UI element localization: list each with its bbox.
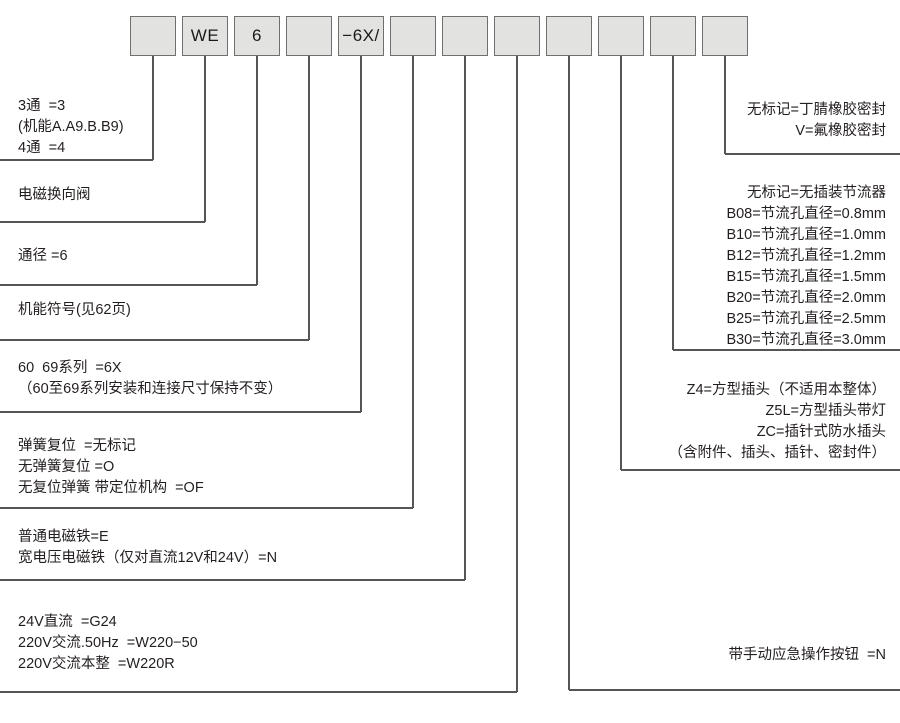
- code-box-box-10[interactable]: [598, 16, 644, 56]
- label-voltage-leader-vertical: [516, 56, 518, 692]
- label-ways-leader-horizontal: [0, 159, 153, 161]
- label-throttle-line-5: B15=节流孔直径=1.5mm: [726, 269, 886, 285]
- label-series-leader-vertical: [360, 56, 362, 412]
- label-manual-override-leader-horizontal: [569, 689, 900, 691]
- label-seal-leader-vertical: [724, 56, 726, 154]
- code-box-box-1[interactable]: [130, 16, 176, 56]
- label-symbol-leader-horizontal: [0, 339, 309, 341]
- label-series-line-2: （60至69系列安装和连接尺寸保持不变）: [18, 381, 283, 397]
- label-throttle-line-4: B12=节流孔直径=1.2mm: [726, 248, 886, 264]
- code-box-box-3[interactable]: 6: [234, 16, 280, 56]
- label-seal-line-1: 无标记=丁腈橡胶密封: [747, 102, 886, 118]
- label-throttle-line-6: B20=节流孔直径=2.0mm: [726, 290, 886, 306]
- label-symbol-leader-vertical: [308, 56, 310, 340]
- label-spring-leader-vertical: [412, 56, 414, 508]
- label-plug-line-3: ZC=插针式防水插头: [756, 424, 886, 440]
- label-ways-leader-vertical: [152, 56, 154, 160]
- label-seal: 无标记=丁腈橡胶密封 V=氟橡胶密封: [747, 100, 886, 142]
- code-box-box-9[interactable]: [546, 16, 592, 56]
- label-manual-override: 带手动应急操作按钮 =N: [729, 645, 887, 666]
- label-voltage-line-1: 24V直流 =G24: [18, 614, 117, 630]
- label-size-line-1: 通径 =6: [18, 248, 68, 264]
- label-series-line-1: 60 69系列 =6X: [18, 360, 122, 376]
- label-ways: 3通 =3 (机能A.A9.B.B9) 4通 =4: [18, 96, 124, 159]
- code-box-box-8[interactable]: [494, 16, 540, 56]
- code-box-box-7[interactable]: [442, 16, 488, 56]
- label-throttle-leader-vertical: [672, 56, 674, 350]
- label-throttle-line-1: 无标记=无插装节流器: [747, 185, 886, 201]
- label-plug-line-4: （含附件、插头、插针、密封件）: [668, 445, 887, 461]
- label-spring-line-1: 弹簧复位 =无标记: [18, 438, 137, 454]
- label-spring-line-3: 无复位弹簧 带定位机构 =OF: [18, 480, 204, 496]
- label-plug-line-1: Z4=方型插头（不适用本整体）: [686, 382, 886, 398]
- label-manual-override-leader-vertical: [568, 56, 570, 690]
- label-manual-override-line-1: 带手动应急操作按钮 =N: [728, 647, 887, 663]
- label-throttle-line-8: B30=节流孔直径=3.0mm: [726, 332, 886, 348]
- label-seal-leader-horizontal: [725, 153, 900, 155]
- label-valve-type: 电磁换向阀: [18, 185, 91, 206]
- code-box-box-6[interactable]: [390, 16, 436, 56]
- label-throttle-leader-horizontal: [673, 349, 900, 351]
- label-solenoid-line-2: 宽电压电磁铁（仅对直流12V和24V）=N: [18, 550, 278, 566]
- label-symbol-line-1: 机能符号(见62页): [18, 302, 131, 318]
- code-box-box-5[interactable]: −6X/: [338, 16, 384, 56]
- label-ways-line-1: 3通 =3: [18, 98, 66, 114]
- label-plug-leader-vertical: [620, 56, 622, 470]
- code-box-box-12[interactable]: [702, 16, 748, 56]
- label-throttle-line-2: B08=节流孔直径=0.8mm: [726, 206, 886, 222]
- label-size-leader-vertical: [256, 56, 258, 285]
- label-solenoid-leader-horizontal: [0, 579, 465, 581]
- label-solenoid-line-1: 普通电磁铁=E: [18, 529, 109, 545]
- label-valve-type-leader-horizontal: [0, 221, 205, 223]
- label-series: 60 69系列 =6X （60至69系列安装和连接尺寸保持不变）: [18, 358, 282, 400]
- label-seal-line-2: V=氟橡胶密封: [795, 123, 886, 139]
- label-valve-type-leader-vertical: [204, 56, 206, 222]
- label-voltage-line-3: 220V交流本整 =W220R: [18, 656, 175, 672]
- code-box-box-2[interactable]: WE: [182, 16, 228, 56]
- label-voltage: 24V直流 =G24 220V交流.50Hz =W220−50 220V交流本整 =…: [18, 612, 198, 675]
- code-box-box-11[interactable]: [650, 16, 696, 56]
- label-size: 通径 =6: [18, 246, 68, 267]
- label-plug-line-2: Z5L=方型插头带灯: [765, 403, 886, 419]
- label-size-leader-horizontal: [0, 284, 257, 286]
- label-voltage-line-2: 220V交流.50Hz =W220−50: [18, 635, 198, 651]
- label-symbol: 机能符号(见62页): [18, 300, 131, 321]
- label-throttle-line-3: B10=节流孔直径=1.0mm: [726, 227, 886, 243]
- label-spring-line-2: 无弹簧复位 =O: [18, 459, 115, 475]
- label-throttle-line-7: B25=节流孔直径=2.5mm: [726, 311, 886, 327]
- label-voltage-leader-horizontal: [0, 691, 517, 693]
- label-solenoid: 普通电磁铁=E 宽电压电磁铁（仅对直流12V和24V）=N: [18, 527, 277, 569]
- label-plug: Z4=方型插头（不适用本整体） Z5L=方型插头带灯 ZC=插针式防水插头 （含附件、…: [669, 380, 887, 464]
- label-spring: 弹簧复位 =无标记无弹簧复位 =O 无复位弹簧 带定位机构 =OF: [18, 436, 204, 499]
- label-series-leader-horizontal: [0, 411, 361, 413]
- label-ways-line-3: 4通 =4: [18, 140, 66, 156]
- label-plug-leader-horizontal: [621, 469, 900, 471]
- code-box-box-4[interactable]: [286, 16, 332, 56]
- label-solenoid-leader-vertical: [464, 56, 466, 580]
- label-spring-leader-horizontal: [0, 507, 413, 509]
- label-valve-type-line-1: 电磁换向阀: [18, 187, 91, 203]
- label-ways-line-2: (机能A.A9.B.B9): [18, 119, 124, 135]
